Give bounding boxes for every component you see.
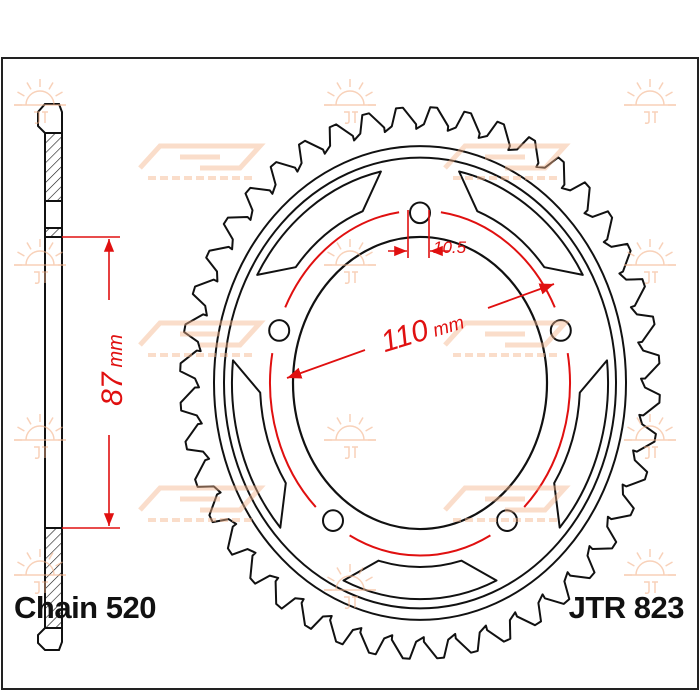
- jt-logo-watermark: [138, 485, 266, 522]
- jt-logo-watermark: [138, 143, 266, 180]
- bolt-circle-arc: [350, 535, 491, 555]
- jt-logo-watermark: [443, 143, 571, 180]
- bolt-hole-label: 10.5: [433, 238, 467, 257]
- sun-watermark-icon: [14, 79, 66, 124]
- lightening-window: [344, 561, 497, 599]
- sprocket-face: [180, 107, 660, 659]
- watermark-layer: [14, 79, 676, 609]
- jt-logo-watermark: [443, 320, 571, 357]
- sun-watermark-icon: [14, 549, 66, 594]
- sun-watermark-icon: [624, 239, 676, 284]
- lightening-window: [232, 360, 286, 527]
- hub-width-dimension: [62, 236, 120, 529]
- bolt-hole: [551, 320, 571, 341]
- drawing-frame: [1, 57, 699, 690]
- lightening-window: [459, 172, 583, 275]
- outer-ring: [214, 146, 626, 620]
- inner-ring: [224, 158, 616, 609]
- bolt-circle-arc: [285, 212, 399, 307]
- bolt-hole: [497, 510, 517, 531]
- bolt-hole: [323, 510, 343, 531]
- part-number-label: JTR 823: [568, 590, 685, 625]
- bolt-hole: [410, 202, 430, 223]
- sun-watermark-icon: [624, 414, 676, 459]
- center-bore: [293, 237, 547, 529]
- bolt-hole: [269, 320, 289, 341]
- jt-logo-watermark: [138, 320, 266, 357]
- sun-watermark-icon: [324, 564, 376, 609]
- jt-logo-watermark: [443, 485, 571, 522]
- bolt-circle-arc: [524, 353, 570, 507]
- bolt-hole-dimension: [388, 210, 449, 258]
- sun-watermark-icon: [324, 79, 376, 124]
- side-profile: [37, 103, 63, 651]
- sun-watermark-icon: [14, 414, 66, 459]
- lightening-window: [257, 172, 381, 275]
- sun-watermark-icon: [324, 239, 376, 284]
- chain-size-label: Chain 520: [14, 590, 156, 625]
- sun-watermark-icon: [14, 239, 66, 284]
- bolt-circle-arc: [270, 353, 316, 507]
- bolt-circle-dimension: [286, 283, 555, 379]
- hub-width-label: 87mm: [96, 334, 129, 406]
- sun-watermark-icon: [324, 414, 376, 459]
- sun-watermark-icon: [624, 79, 676, 124]
- lightening-window: [554, 360, 608, 527]
- sun-watermark-icon: [624, 549, 676, 594]
